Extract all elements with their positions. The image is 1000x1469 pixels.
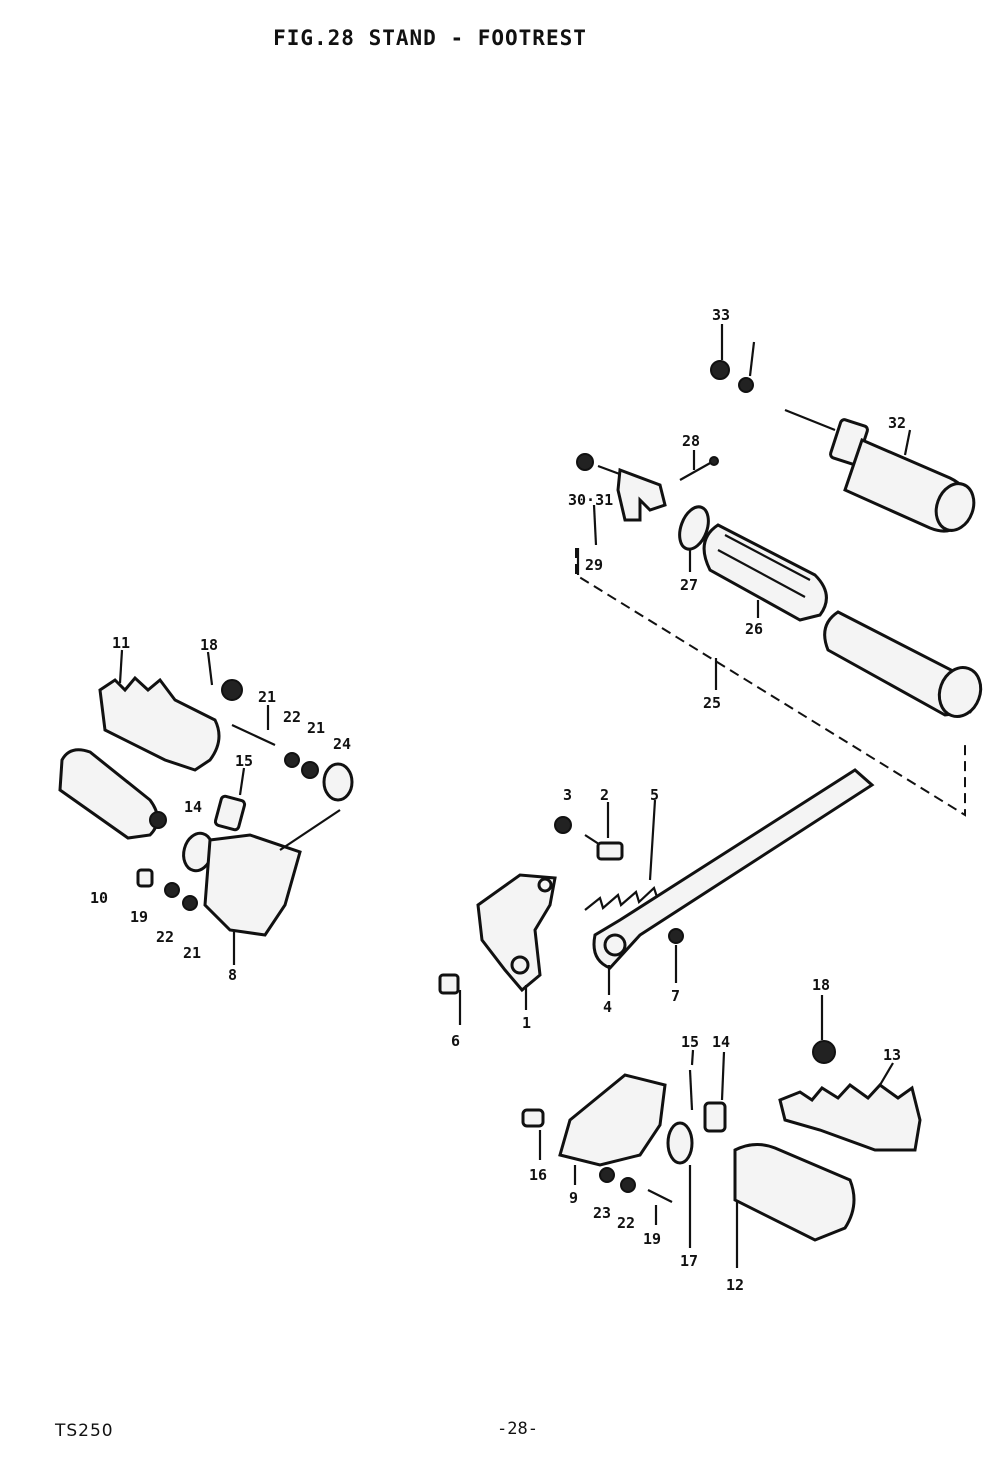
part-1-bracket [476,873,557,993]
callout-10: 10 [90,889,108,907]
model-label: TS250 [55,1421,114,1441]
callout-11: 11 [112,634,130,652]
callout-16: 16 [529,1166,547,1184]
callout-23: 24 [333,735,351,753]
callout-28: 29 [585,556,603,574]
part-26-washer [678,505,710,551]
part-15-plate-right [703,1101,727,1133]
callout-18-left: 18 [200,636,218,654]
part-12-footrest-rubber [733,1143,856,1242]
part-13-footrest-plate [778,1083,922,1152]
part-10-footrest-rubber [58,748,167,840]
part-23-cap [322,762,354,802]
part-21-nut-right [599,1167,615,1183]
part-21-nut-left [301,761,319,779]
footrest-bracket [597,464,667,522]
part-8-bracket [203,809,341,937]
callout-22-left: 22 [283,708,301,726]
callout-19-right: 19 [643,1230,661,1248]
callout-18-right: 18 [812,976,830,994]
part-29-nut [576,453,594,471]
callout-21-left: 21 [307,719,325,737]
callout-7: 7 [671,987,680,1005]
callout-12: 12 [726,1276,744,1294]
callout-32: 33 [712,306,730,324]
callout-27: 28 [682,432,700,450]
part-9-bracket [558,1073,667,1167]
part-22-washer-left-lower [164,882,180,898]
page-number: -28- [497,1419,538,1439]
part-7-washer [668,928,684,944]
part-15-plate-left [213,794,247,832]
footrest-shaft [823,610,983,718]
callout-29: 30·31 [568,491,613,509]
callout-24: 25 [703,694,721,712]
callout-14-left: 14 [184,798,202,816]
callout-21-right: 23 [593,1204,611,1222]
callout-19-left: 19 [130,908,148,926]
part-17-cotter-pin [688,1069,694,1111]
callout-6: 6 [451,1032,460,1050]
part-27-pin [679,456,719,481]
part-14-washer-right [666,1121,694,1165]
figure-title: FIG.28 STAND - FOOTREST [273,26,587,50]
callout-4: 4 [603,998,612,1016]
callout-9: 9 [569,1189,578,1207]
part-24-assembly-bracket [575,548,966,817]
part-32-nut [710,360,730,380]
part-30-31-grip [784,408,976,533]
part-16-pin [521,1108,545,1128]
callout-14-right: 17 [680,1252,698,1270]
part-18-spring-right [812,1040,836,1064]
callout-3: 3 [563,786,572,804]
callout-17: 15 [681,1033,699,1051]
part-4-side-stand [592,768,875,970]
part-22-washer-left [284,752,300,768]
part-21-nut-left-lower [182,895,198,911]
part-25-rubber [702,523,828,622]
part-20-bolt [231,724,276,746]
part-11-footrest-plate [98,675,221,772]
callout-1: 1 [522,1014,531,1032]
part-33-washer [738,377,754,393]
callout-20: 21 [258,688,276,706]
callout-15-right: 14 [712,1033,730,1051]
part-28-cotter-pin [592,504,598,546]
part-2-bolt [584,834,624,861]
callout-8: 8 [228,966,237,984]
callout-21-left-lower: 21 [183,944,201,962]
part-18-spring [221,679,243,701]
callout-2: 2 [600,786,609,804]
callout-22-left-lower: 22 [156,928,174,946]
callout-5: 5 [650,786,659,804]
leader-lines [118,324,912,1268]
callout-13: 13 [883,1046,901,1064]
callout-15-left: 15 [235,752,253,770]
part-22-washer-right [620,1177,636,1193]
callout-22-right: 22 [617,1214,635,1232]
callout-26: 27 [680,576,698,594]
callout-30-31: 32 [888,414,906,432]
callout-25: 26 [745,620,763,638]
part-19-bolt-right [647,1189,673,1203]
part-19-bolt-left [136,868,154,888]
part-3-spring-hook [554,816,572,834]
part-6-bolt [438,973,460,995]
part-5-spring [584,886,659,911]
